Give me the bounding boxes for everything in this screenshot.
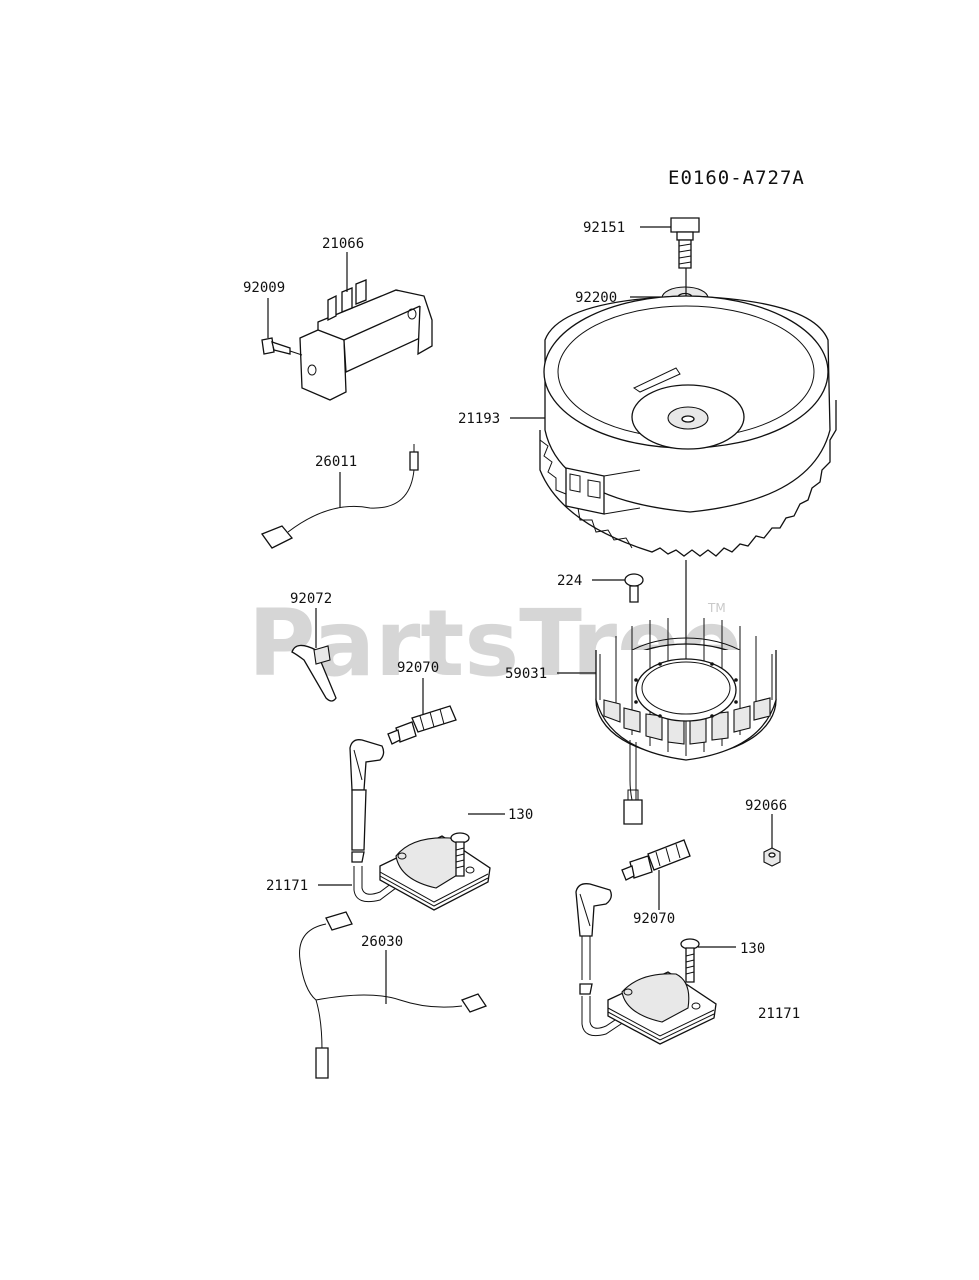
watermark-trademark: TM	[707, 601, 726, 615]
callout-92066[interactable]: 92066	[745, 798, 787, 814]
screw-92009[interactable]	[261, 337, 291, 355]
nut-92066[interactable]	[763, 847, 781, 867]
ignition-coil-21171-right[interactable]	[575, 883, 717, 1045]
callout-26030[interactable]: 26030	[361, 934, 403, 950]
callout-92200[interactable]: 92200	[575, 290, 617, 306]
callout-92151[interactable]: 92151	[583, 220, 625, 236]
callout-21193[interactable]: 21193	[458, 411, 500, 427]
callout-26011[interactable]: 26011	[315, 454, 357, 470]
callout-130-right[interactable]: 130	[740, 941, 765, 957]
bolt-130-right[interactable]	[680, 938, 700, 983]
callout-92070-left[interactable]: 92070	[397, 660, 439, 676]
lead-26011[interactable]	[260, 444, 419, 549]
callout-92009[interactable]: 92009	[243, 280, 285, 296]
callout-92070-right[interactable]: 92070	[633, 911, 675, 927]
flywheel-21193[interactable]	[539, 295, 837, 557]
stator-59031[interactable]	[595, 618, 777, 825]
callout-21171-left[interactable]: 21171	[266, 878, 308, 894]
bolt-92151[interactable]	[670, 217, 700, 269]
regulator-21066[interactable]	[299, 279, 433, 401]
drawing-code: E0160-A727A	[668, 167, 805, 189]
callout-92072[interactable]: 92072	[290, 591, 332, 607]
spark-plug-92070-left[interactable]	[387, 705, 457, 745]
bolt-130-left[interactable]	[450, 832, 470, 877]
spark-plug-92070-right[interactable]	[621, 839, 691, 881]
ignition-coil-21171-left[interactable]	[349, 739, 491, 911]
callout-130-left[interactable]: 130	[508, 807, 533, 823]
callout-21171-right[interactable]: 21171	[758, 1006, 800, 1022]
clamp-92072[interactable]	[291, 644, 337, 702]
callout-21066[interactable]: 21066	[322, 236, 364, 252]
callout-59031[interactable]: 59031	[505, 666, 547, 682]
callout-224[interactable]: 224	[557, 573, 582, 589]
lead-26030[interactable]	[299, 911, 487, 1079]
